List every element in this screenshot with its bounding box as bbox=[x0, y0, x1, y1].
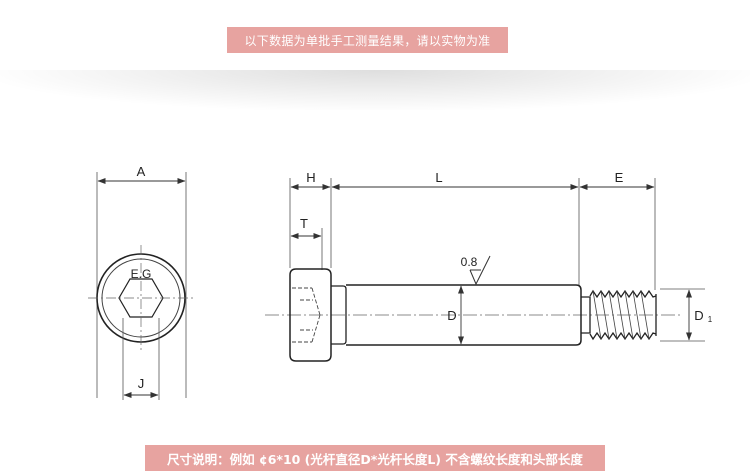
dimension-label-d1: D bbox=[694, 308, 703, 323]
thread-top-profile bbox=[589, 289, 657, 299]
size-explanation-text: 尺寸说明：例如 ¢6*10 (光杆直径D*光杆长度L) 不含螺纹长度和头部长度 bbox=[167, 451, 583, 467]
dimension-label-e: E bbox=[615, 170, 624, 185]
measurement-notice-banner: 以下数据为单批手工测量结果，请以实物为准 bbox=[227, 27, 508, 53]
bolt-head bbox=[289, 268, 332, 362]
side-view: H L E T D 0.8 bbox=[265, 170, 713, 362]
measurement-notice-text: 以下数据为单批手工测量结果，请以实物为准 bbox=[244, 33, 491, 48]
surface-roughness-symbol: 0.8 bbox=[461, 255, 491, 286]
label-eg: E.G bbox=[131, 267, 152, 281]
threaded-section bbox=[589, 289, 657, 341]
dimension-label-a: A bbox=[137, 164, 146, 179]
size-explanation-banner: 尺寸说明：例如 ¢6*10 (光杆直径D*光杆长度L) 不含螺纹长度和头部长度 bbox=[145, 445, 605, 471]
bolt-neck bbox=[331, 285, 347, 345]
dimension-label-t: T bbox=[300, 216, 308, 231]
hidden-socket-lines bbox=[292, 287, 321, 343]
dimension-label-j: J bbox=[138, 376, 145, 391]
thread-bottom-profile bbox=[589, 331, 657, 341]
thread-relief bbox=[581, 296, 591, 334]
dimension-label-d: D bbox=[447, 308, 456, 323]
dimension-label-d1-subscript: 1 bbox=[708, 315, 713, 324]
bolt-shoulder bbox=[346, 284, 582, 346]
header-shadow bbox=[0, 70, 750, 110]
dimension-label-l: L bbox=[435, 170, 442, 185]
end-view: A E.G J bbox=[88, 164, 194, 400]
dimension-label-h: H bbox=[306, 170, 315, 185]
surface-roughness-value: 0.8 bbox=[461, 255, 478, 269]
